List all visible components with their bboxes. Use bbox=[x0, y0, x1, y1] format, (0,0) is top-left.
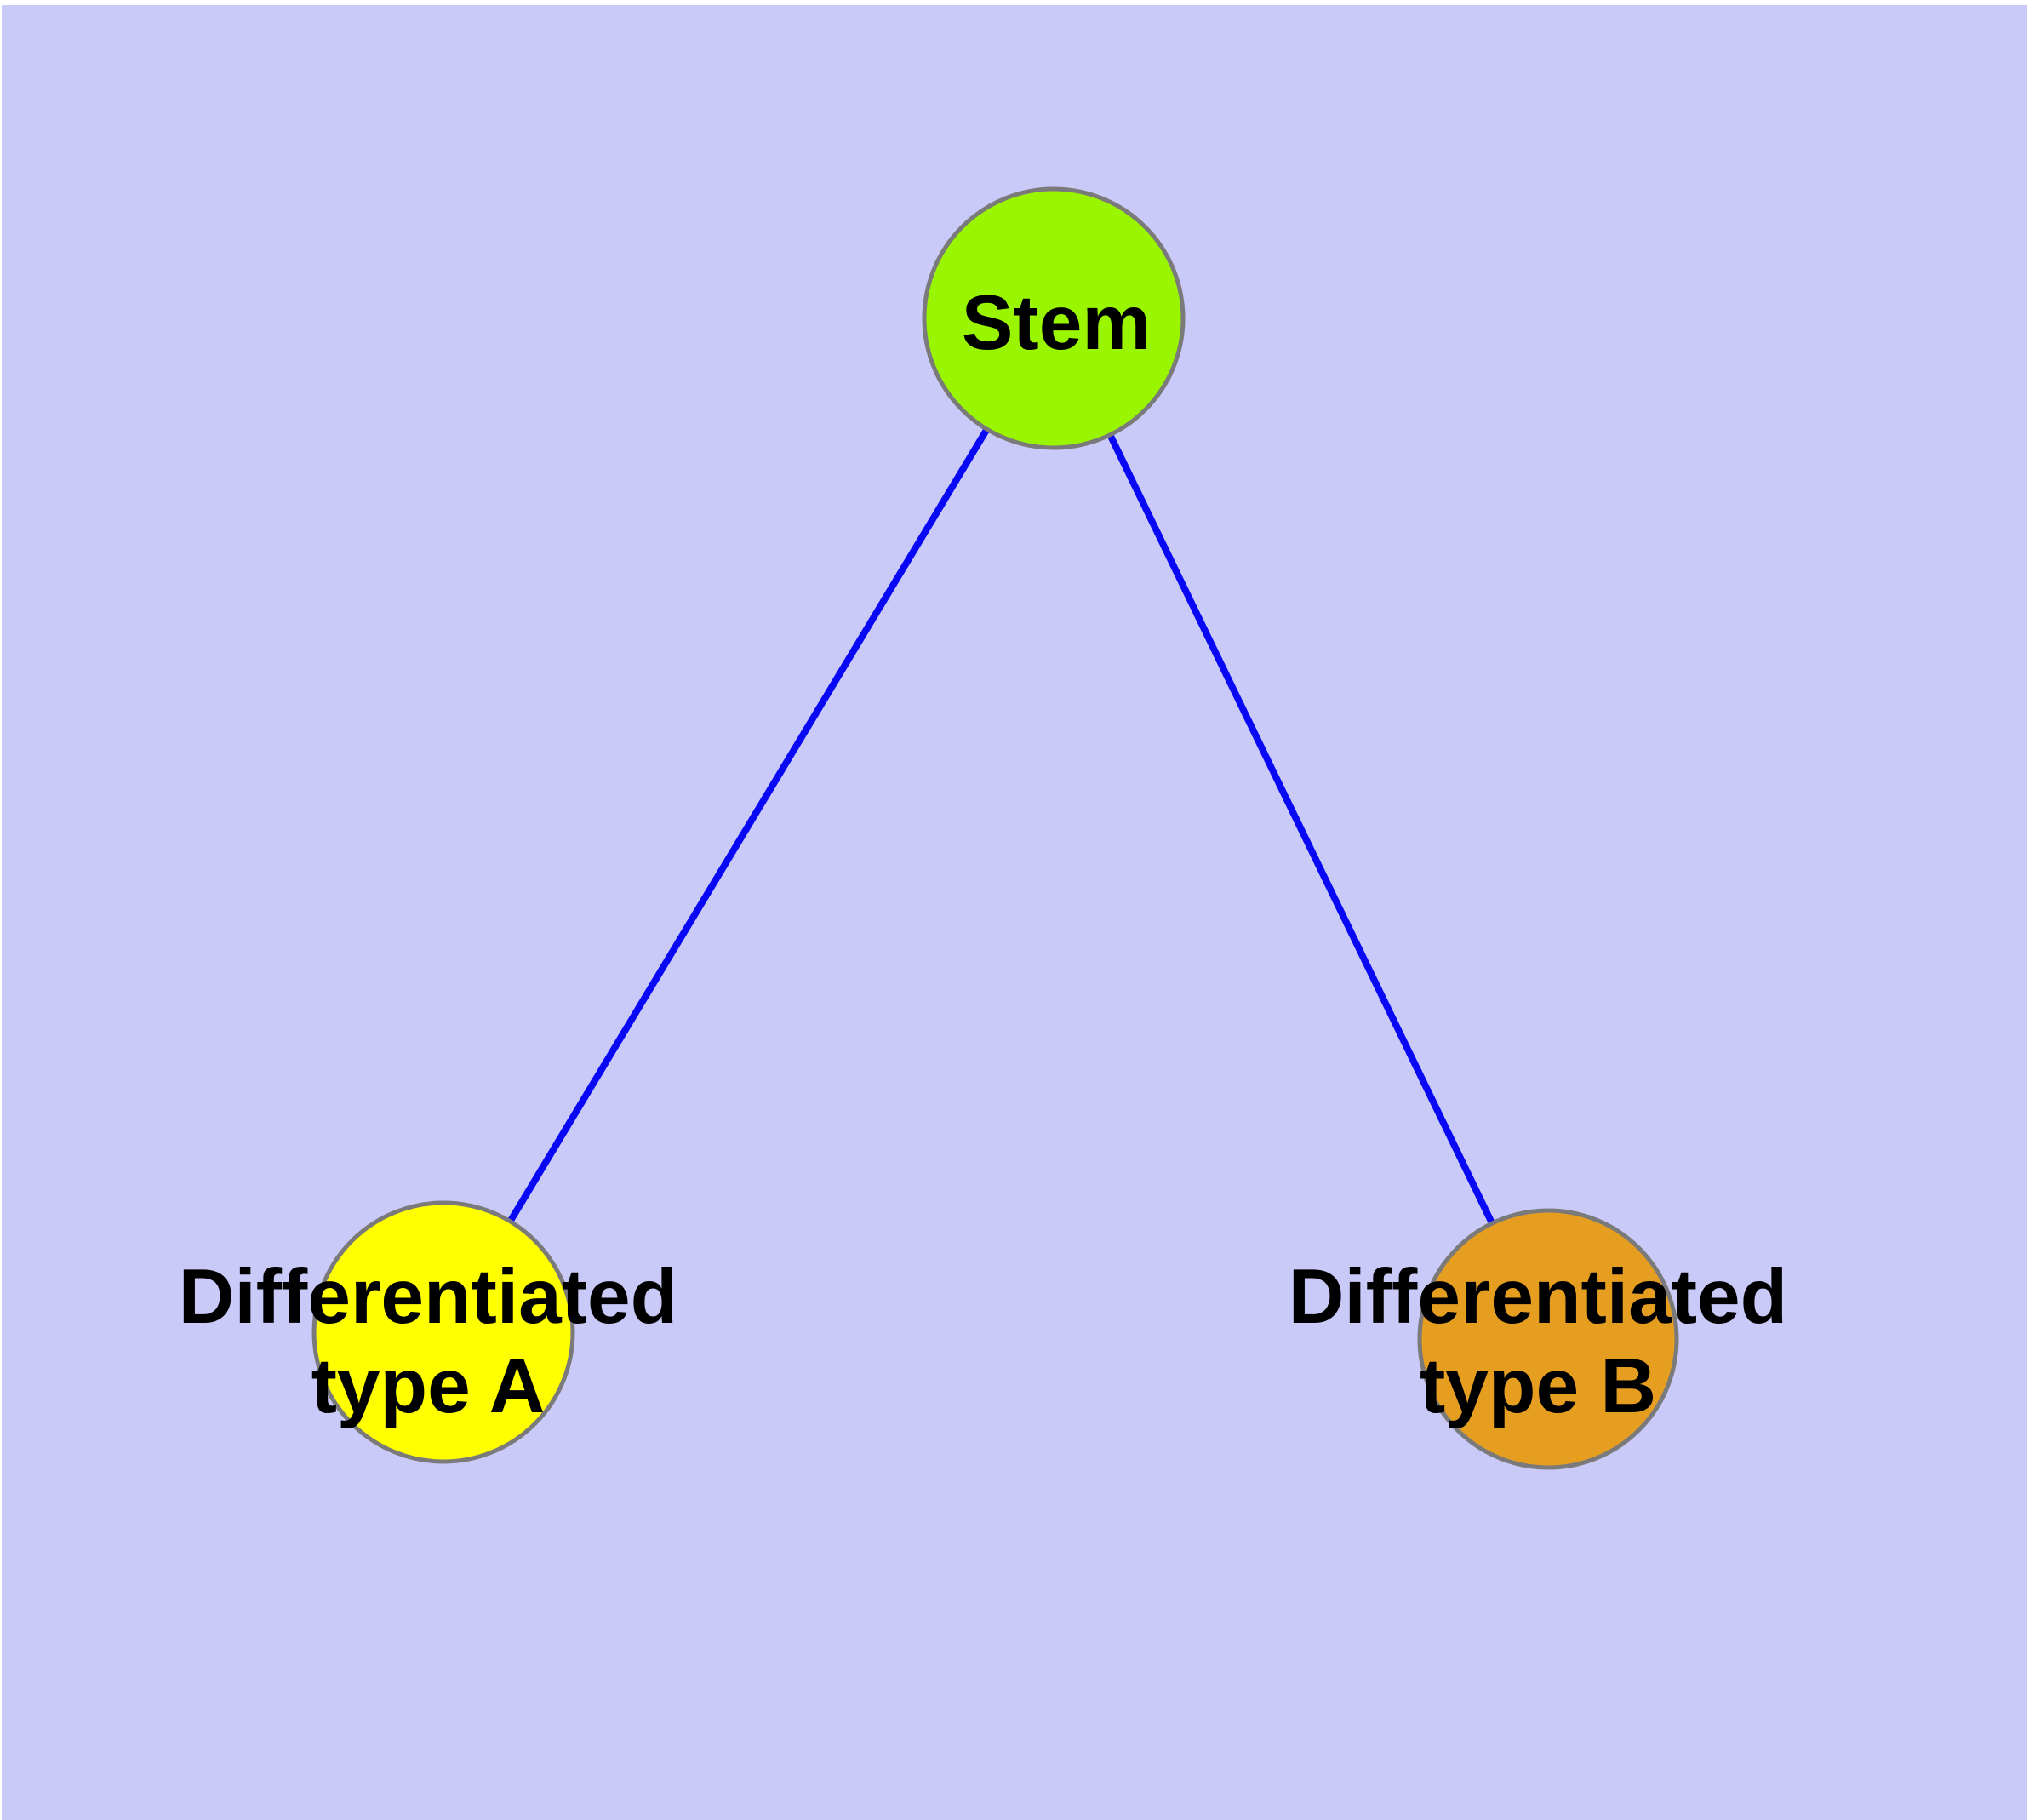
edge-stem-to-type-b bbox=[1050, 317, 1552, 1341]
node-stem-label: Stem bbox=[962, 280, 1152, 366]
node-type-b-label-line1: Differentiated bbox=[1289, 1254, 1788, 1340]
node-type-a-label-line1: Differentiated bbox=[179, 1254, 678, 1340]
edge-stem-to-type-a bbox=[440, 316, 1057, 1335]
node-type-b-circle bbox=[1417, 1208, 1679, 1470]
node-type-a-circle bbox=[311, 1200, 575, 1464]
node-stem-circle bbox=[922, 186, 1186, 450]
node-type-a-label-line2: type A bbox=[311, 1343, 546, 1429]
node-type-b-label-line2: type B bbox=[1420, 1343, 1656, 1429]
